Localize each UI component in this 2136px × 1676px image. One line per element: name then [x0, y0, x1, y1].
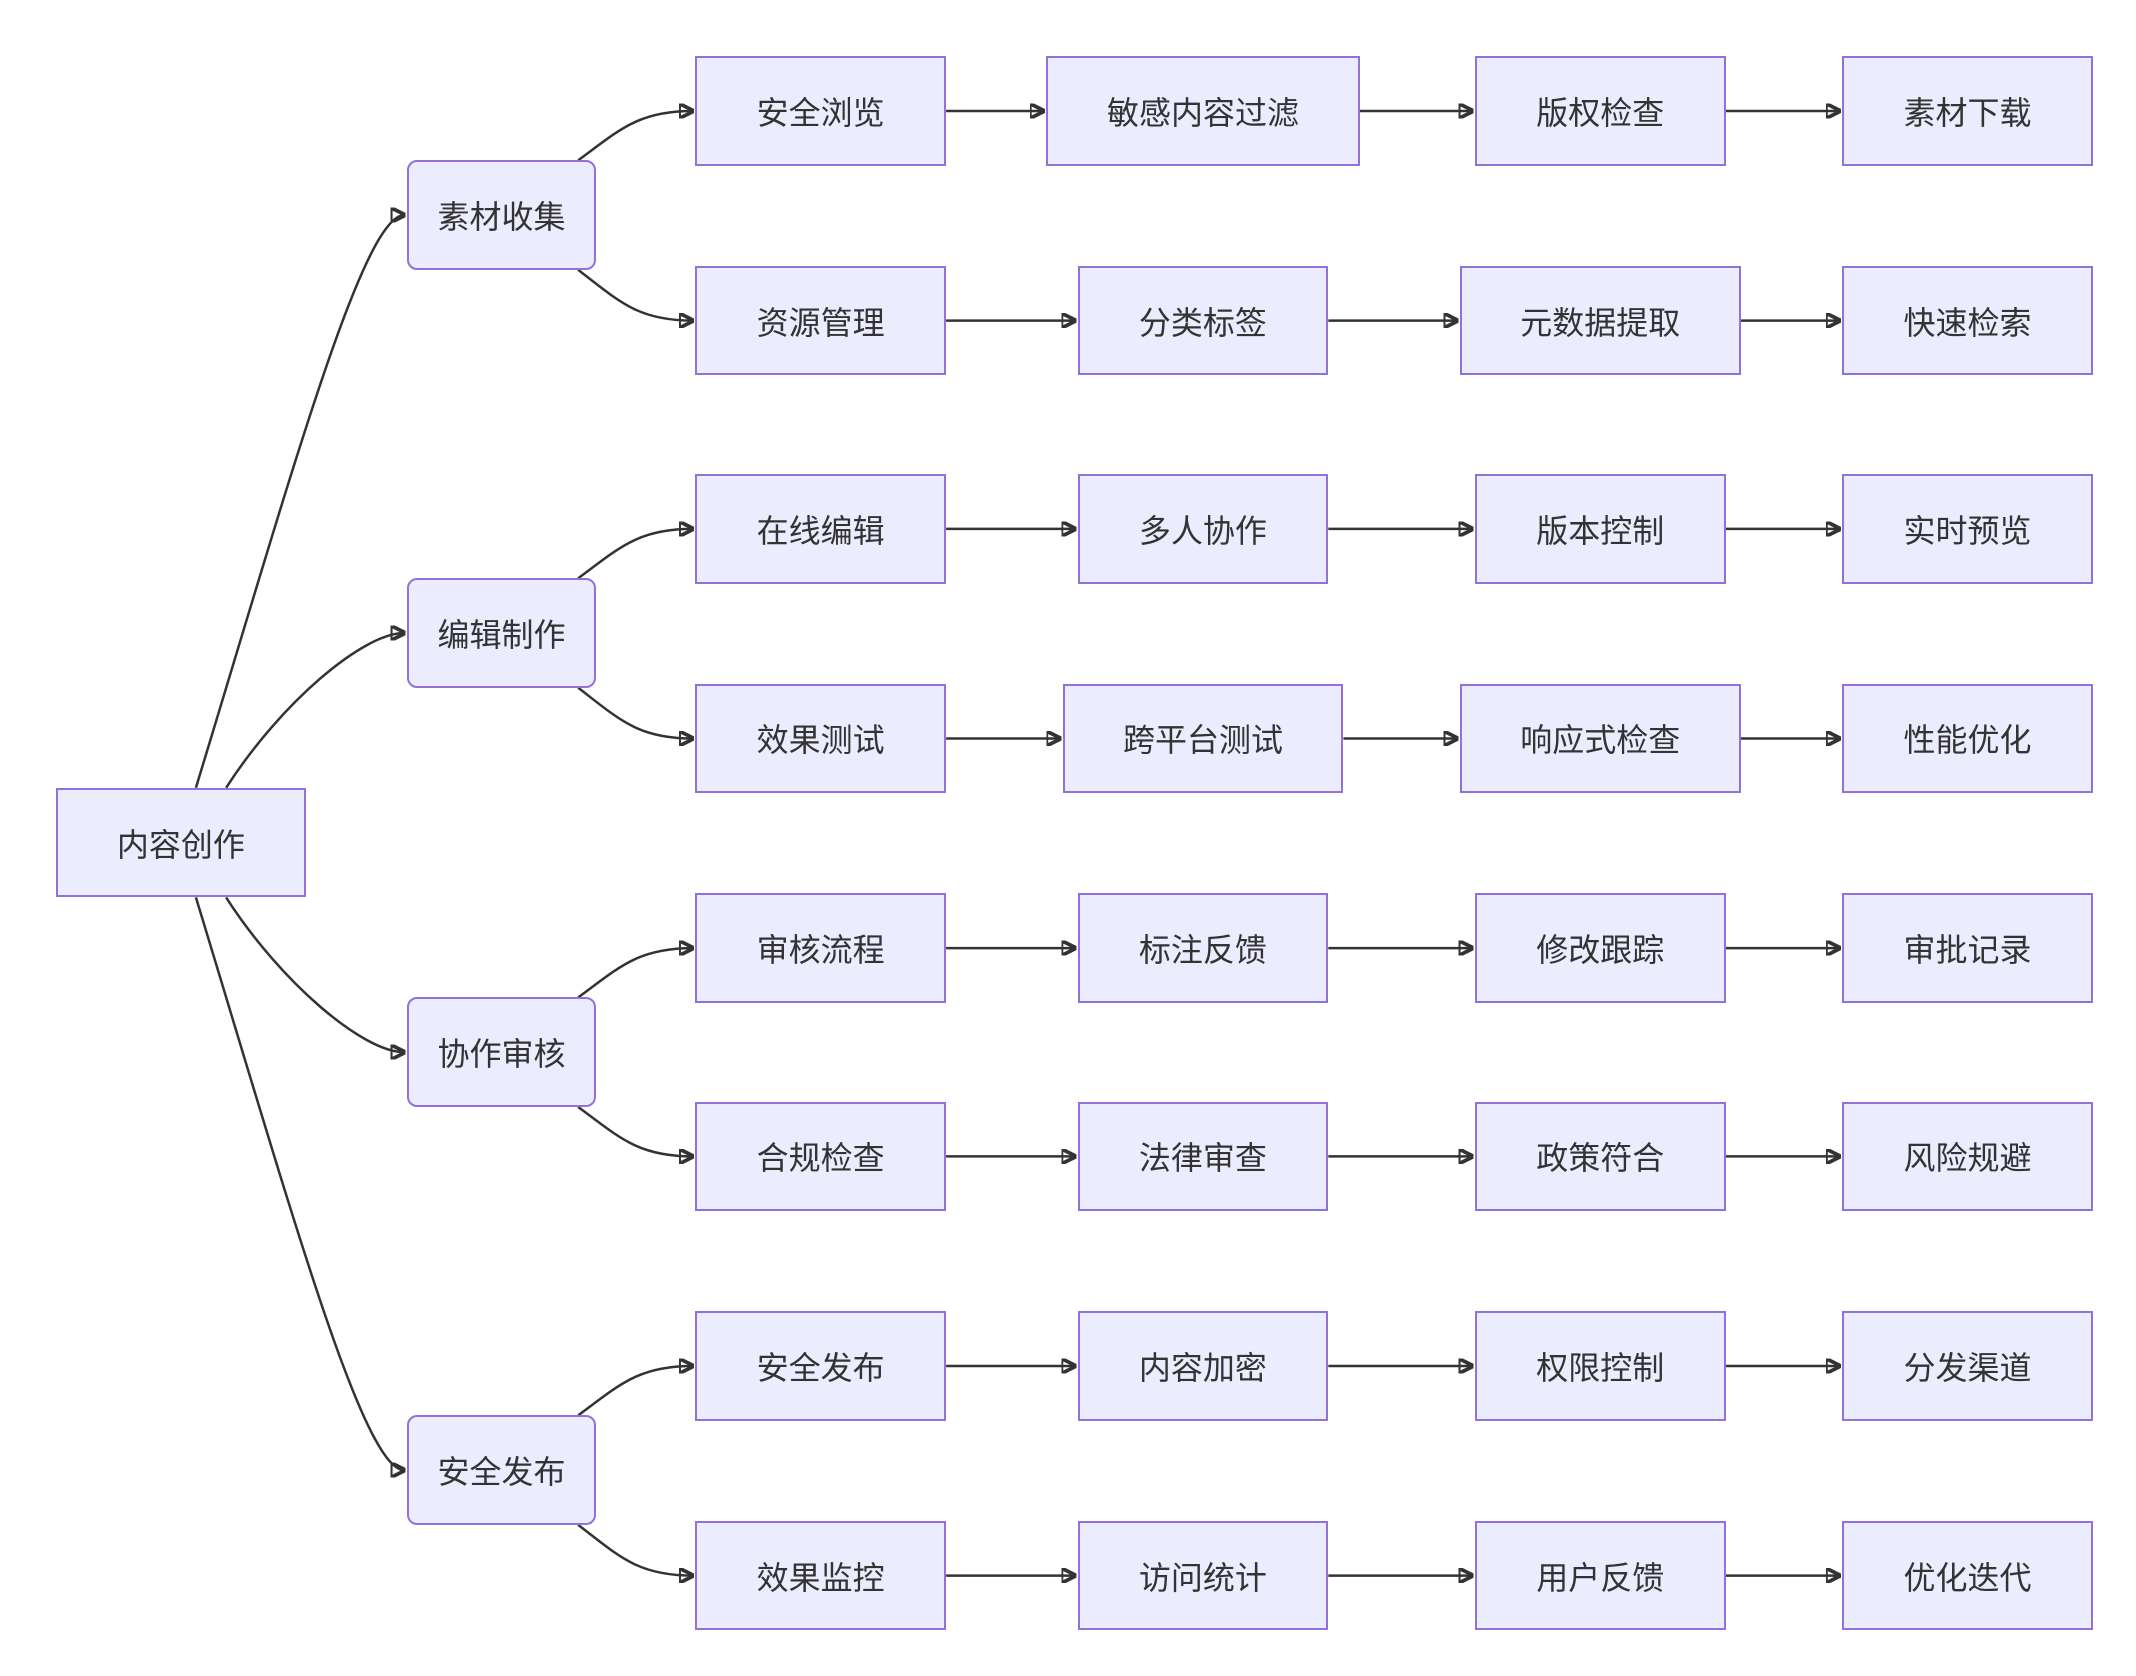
edge-b2-row0	[577, 529, 692, 580]
node-b4-r0-c0[interactable]: 安全发布	[695, 1311, 947, 1421]
edge-b4-row1	[577, 1523, 692, 1576]
node-b3-r1-c1[interactable]: 法律审查	[1077, 1101, 1329, 1212]
edge-root-b3	[225, 896, 404, 1052]
node-b3-r1-c0[interactable]: 合规检查	[695, 1101, 947, 1212]
node-b2-r1-c2[interactable]: 响应式检查	[1459, 683, 1741, 794]
node-b1-r0-c1[interactable]: 敏感内容过滤	[1046, 56, 1360, 166]
node-b2-r0-c2[interactable]: 版本控制	[1474, 474, 1726, 584]
node-b1-r1-c2[interactable]: 元数据提取	[1459, 265, 1741, 376]
node-b1-r0-c0[interactable]: 安全浏览	[695, 56, 947, 166]
edge-b3-row1	[577, 1105, 692, 1156]
node-root[interactable]: 内容创作	[56, 787, 306, 898]
node-b3-r1-c2[interactable]: 政策符合	[1474, 1101, 1726, 1212]
edge-b4-row0	[577, 1366, 692, 1417]
node-b3[interactable]: 协作审核	[406, 997, 596, 1108]
node-b4-r1-c3[interactable]: 优化迭代	[1842, 1520, 2093, 1631]
node-b4-r1-c0[interactable]: 效果监控	[695, 1520, 947, 1631]
node-b2-r0-c0[interactable]: 在线编辑	[695, 474, 947, 584]
node-b2-r0-c3[interactable]: 实时预览	[1842, 474, 2093, 584]
node-b2[interactable]: 编辑制作	[406, 578, 596, 688]
node-b2-r1-c1[interactable]: 跨平台测试	[1062, 683, 1344, 794]
node-b4[interactable]: 安全发布	[406, 1415, 596, 1525]
node-b4-r0-c1[interactable]: 内容加密	[1077, 1311, 1329, 1421]
node-b2-r0-c1[interactable]: 多人协作	[1077, 474, 1329, 584]
edge-b1-row1	[577, 268, 692, 321]
node-b3-r0-c2[interactable]: 修改跟踪	[1474, 893, 1726, 1003]
edge-b1-row0	[577, 111, 692, 162]
node-b3-r0-c0[interactable]: 审核流程	[695, 893, 947, 1003]
edge-b3-row0	[577, 948, 692, 999]
node-b4-r0-c3[interactable]: 分发渠道	[1842, 1311, 2093, 1421]
node-b2-r1-c0[interactable]: 效果测试	[695, 683, 947, 794]
node-b3-r1-c3[interactable]: 风险规避	[1842, 1101, 2093, 1212]
node-b3-r0-c1[interactable]: 标注反馈	[1077, 893, 1329, 1003]
edge-b2-row1	[577, 686, 692, 739]
node-b4-r1-c2[interactable]: 用户反馈	[1474, 1520, 1726, 1631]
node-b4-r0-c2[interactable]: 权限控制	[1474, 1311, 1726, 1421]
edge-root-b4	[194, 897, 404, 1470]
node-b1-r1-c3[interactable]: 快速检索	[1842, 265, 2093, 376]
edge-root-b2	[225, 633, 404, 789]
node-b4-r1-c1[interactable]: 访问统计	[1077, 1520, 1329, 1631]
node-b1-r0-c2[interactable]: 版权检查	[1474, 56, 1726, 166]
node-b2-r1-c3[interactable]: 性能优化	[1842, 683, 2093, 794]
node-b1-r0-c3[interactable]: 素材下载	[1842, 56, 2093, 166]
node-b3-r0-c3[interactable]: 审批记录	[1842, 893, 2093, 1003]
node-b1-r1-c1[interactable]: 分类标签	[1077, 265, 1329, 376]
edge-root-b1	[194, 215, 404, 789]
node-b1-r1-c0[interactable]: 资源管理	[695, 265, 947, 376]
node-b1[interactable]: 素材收集	[406, 160, 596, 270]
